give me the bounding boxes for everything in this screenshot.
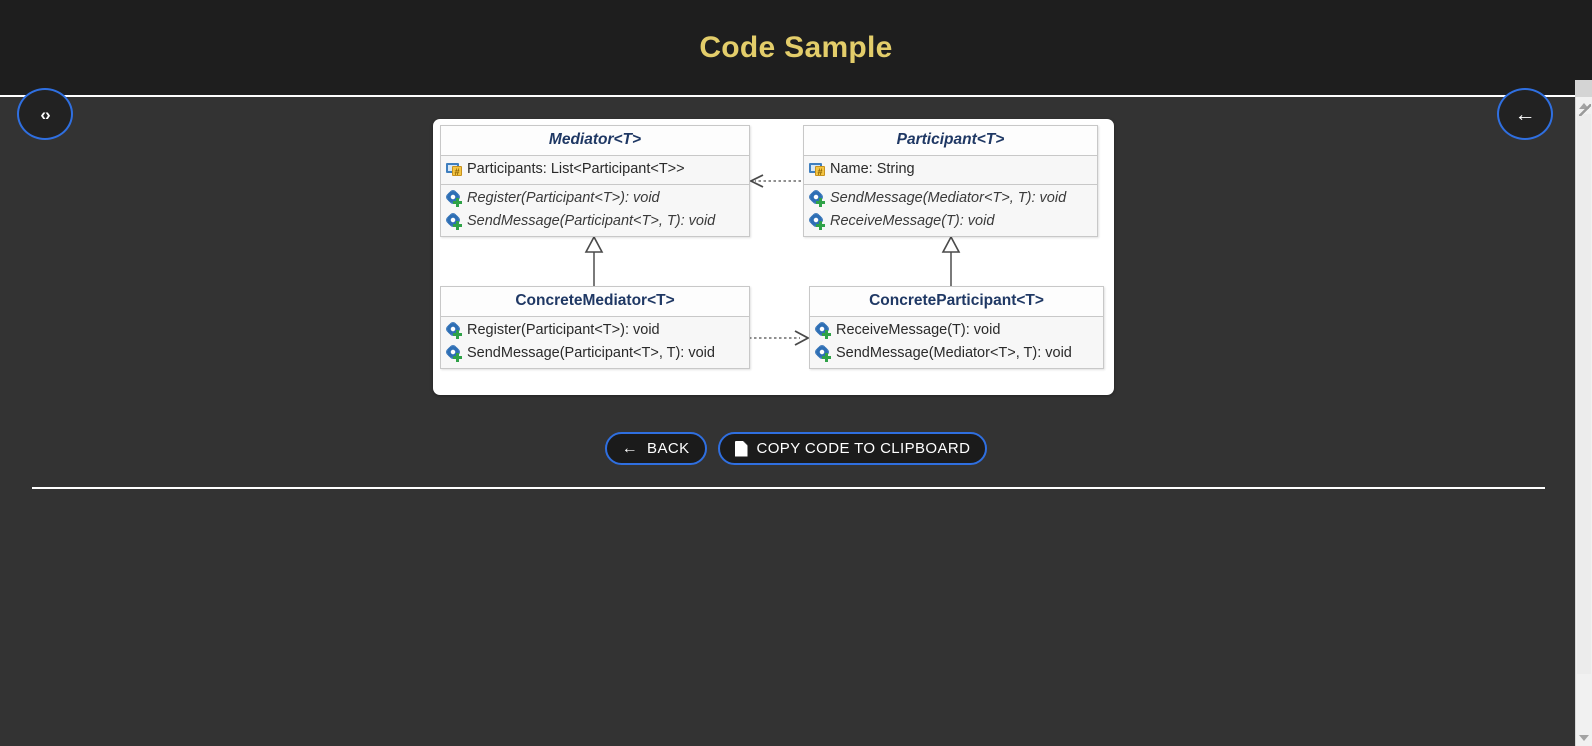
scrollbar-thumb[interactable] [1577, 114, 1591, 674]
uml-method-row: ReceiveMessage(T): void [810, 319, 1103, 342]
uml-method-row: Register(Participant<T>): void [441, 187, 749, 210]
uml-method-text: ReceiveMessage(T): void [830, 213, 995, 229]
back-fab-button[interactable]: ← [1497, 88, 1553, 140]
uml-method-row: Register(Participant<T>): void [441, 319, 749, 342]
method-icon [446, 190, 463, 207]
uml-class-participant[interactable]: Participant<T> Name: String SendMessage(… [803, 125, 1098, 237]
uml-method-row: ReceiveMessage(T): void [804, 210, 1097, 233]
method-icon [446, 213, 463, 230]
uml-method-text: SendMessage(Participant<T>, T): void [467, 213, 716, 229]
uml-attribute-row: Name: String [804, 158, 1097, 181]
method-icon [815, 345, 832, 362]
uml-method-row: SendMessage(Participant<T>, T): void [441, 342, 749, 365]
arrow-left-icon: ← [621, 439, 639, 457]
uml-class-title: ConcreteMediator<T> [441, 287, 749, 317]
uml-method-text: ReceiveMessage(T): void [836, 322, 1001, 338]
method-icon [809, 190, 826, 207]
uml-attribute-text: Participants: List<Participant<T>> [467, 161, 685, 177]
scroll-down-button[interactable] [1576, 729, 1592, 746]
uml-method-row: SendMessage(Mediator<T>, T): void [804, 187, 1097, 210]
method-icon [446, 322, 463, 339]
file-copy-icon [734, 440, 748, 457]
uml-class-title: Participant<T> [804, 126, 1097, 156]
uml-diagram-canvas: Mediator<T> Participants: List<Participa… [433, 119, 1114, 395]
uml-attribute-row: Participants: List<Participant<T>> [441, 158, 749, 181]
vertical-scrollbar[interactable] [1575, 97, 1592, 746]
uml-method-text: Register(Participant<T>): void [467, 190, 660, 206]
copy-code-button[interactable]: COPY CODE TO CLIPBOARD [717, 432, 988, 465]
resize-grip-icon[interactable] [1579, 104, 1591, 116]
uml-attributes-section: Participants: List<Participant<T>> [441, 156, 749, 184]
uml-method-text: SendMessage(Participant<T>, T): void [467, 345, 715, 361]
page-title: Code Sample [699, 30, 893, 64]
scroll-down-arrow-icon [1579, 734, 1589, 741]
uml-class-title: Mediator<T> [441, 126, 749, 156]
field-icon [809, 162, 826, 178]
uml-attribute-text: Name: String [830, 161, 915, 177]
uml-attributes-section: Name: String [804, 156, 1097, 184]
arrow-left-icon: ← [1514, 102, 1536, 126]
uml-method-text: SendMessage(Mediator<T>, T): void [830, 190, 1067, 206]
back-button[interactable]: ← BACK [604, 432, 707, 465]
uml-methods-section: Register(Participant<T>): void SendMessa… [441, 184, 749, 236]
method-icon [809, 213, 826, 230]
content-divider [32, 487, 1545, 489]
uml-class-concrete-participant[interactable]: ConcreteParticipant<T> ReceiveMessage(T)… [809, 286, 1104, 369]
uml-methods-section: ReceiveMessage(T): void SendMessage(Medi… [810, 317, 1103, 368]
scrollbar-corner [1575, 80, 1592, 97]
uml-method-text: SendMessage(Mediator<T>, T): void [836, 345, 1072, 361]
view-code-button[interactable]: ‹› [17, 88, 73, 140]
method-icon [815, 322, 832, 339]
uml-class-concrete-mediator[interactable]: ConcreteMediator<T> Register(Participant… [440, 286, 750, 369]
uml-class-title: ConcreteParticipant<T> [810, 287, 1103, 317]
copy-code-button-label: COPY CODE TO CLIPBOARD [756, 440, 971, 457]
page-header: Code Sample [0, 0, 1592, 97]
method-icon [446, 345, 463, 362]
uml-methods-section: Register(Participant<T>): void SendMessa… [441, 317, 749, 368]
field-icon [446, 162, 463, 178]
uml-method-row: SendMessage(Participant<T>, T): void [441, 210, 749, 233]
code-angle-brackets-icon: ‹› [40, 104, 50, 124]
uml-diagram-container: Mediator<T> Participants: List<Participa… [433, 119, 1114, 395]
uml-methods-section: SendMessage(Mediator<T>, T): void Receiv… [804, 184, 1097, 236]
action-button-bar: ← BACK COPY CODE TO CLIPBOARD [0, 432, 1592, 465]
uml-method-row: SendMessage(Mediator<T>, T): void [810, 342, 1103, 365]
uml-class-mediator[interactable]: Mediator<T> Participants: List<Participa… [440, 125, 750, 237]
uml-method-text: Register(Participant<T>): void [467, 322, 660, 338]
back-button-label: BACK [647, 440, 690, 457]
